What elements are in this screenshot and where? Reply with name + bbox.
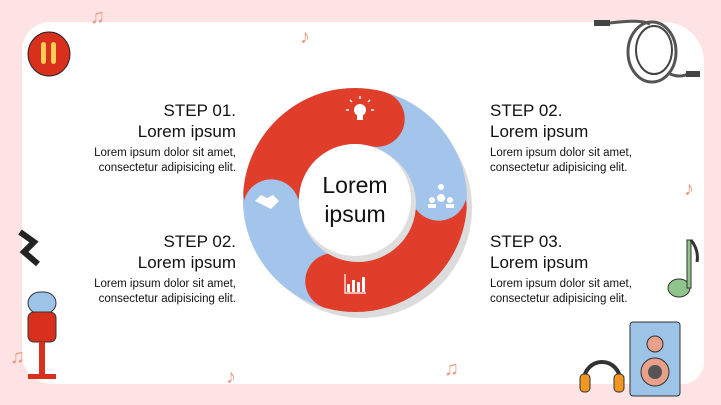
step-desc: Lorem ipsum dolor sit amet, bbox=[490, 278, 632, 290]
center-title-line1: Lorem bbox=[322, 172, 387, 198]
step-3: STEP 02. Lorem ipsum Lorem ipsum dolor s… bbox=[16, 231, 236, 307]
pause-button-sticker-icon bbox=[27, 31, 71, 77]
step-2: STEP 02. Lorem ipsum Lorem ipsum dolor s… bbox=[490, 100, 710, 176]
step-desc: Lorem ipsum dolor sit amet, bbox=[490, 147, 632, 159]
lightbulb-icon bbox=[346, 96, 374, 120]
doodle-note-icon: ♫ bbox=[444, 358, 459, 380]
step-subtitle: Lorem ipsum bbox=[137, 122, 236, 141]
doodle-note-icon: ♪ bbox=[300, 26, 310, 48]
step-1: STEP 01. Lorem ipsum Lorem ipsum dolor s… bbox=[16, 100, 236, 176]
step-title: STEP 02. bbox=[490, 101, 563, 120]
audio-cable-icon bbox=[594, 19, 700, 84]
doodle-note-icon: ♫ bbox=[90, 6, 105, 28]
bar-chart-icon bbox=[344, 274, 366, 294]
step-subtitle: Lorem ipsum bbox=[137, 253, 236, 272]
microphone-icon bbox=[27, 291, 57, 379]
step-desc: consectetur adipisicing elit. bbox=[490, 162, 628, 174]
center-title-line2: ipsum bbox=[324, 201, 385, 227]
doodle-note-icon: ♫ bbox=[10, 346, 25, 368]
music-note-icon bbox=[667, 239, 699, 298]
center-circle bbox=[299, 144, 411, 256]
handshake-icon bbox=[255, 195, 279, 209]
doodle-note-icon: ♪ bbox=[226, 366, 236, 388]
step-desc: consectetur adipisicing elit. bbox=[490, 293, 628, 305]
team-idea-icon bbox=[428, 184, 454, 208]
step-title: STEP 01. bbox=[163, 101, 236, 120]
headphones-icon bbox=[579, 360, 625, 393]
step-title: STEP 03. bbox=[490, 232, 563, 251]
step-title: STEP 02. bbox=[163, 232, 236, 251]
speaker-icon bbox=[629, 321, 681, 397]
step-subtitle: Lorem ipsum bbox=[490, 122, 589, 141]
step-desc: Lorem ipsum dolor sit amet, bbox=[94, 147, 236, 159]
doodle-note-icon: ♪ bbox=[684, 178, 694, 200]
step-desc: consectetur adipisicing elit. bbox=[98, 162, 236, 174]
rest-symbol-icon bbox=[18, 229, 40, 267]
step-4: STEP 03. Lorem ipsum Lorem ipsum dolor s… bbox=[490, 231, 710, 307]
ring-cap-right bbox=[410, 164, 467, 221]
step-subtitle: Lorem ipsum bbox=[490, 253, 589, 272]
step-desc: consectetur adipisicing elit. bbox=[98, 293, 236, 305]
step-desc: Lorem ipsum dolor sit amet, bbox=[94, 278, 236, 290]
